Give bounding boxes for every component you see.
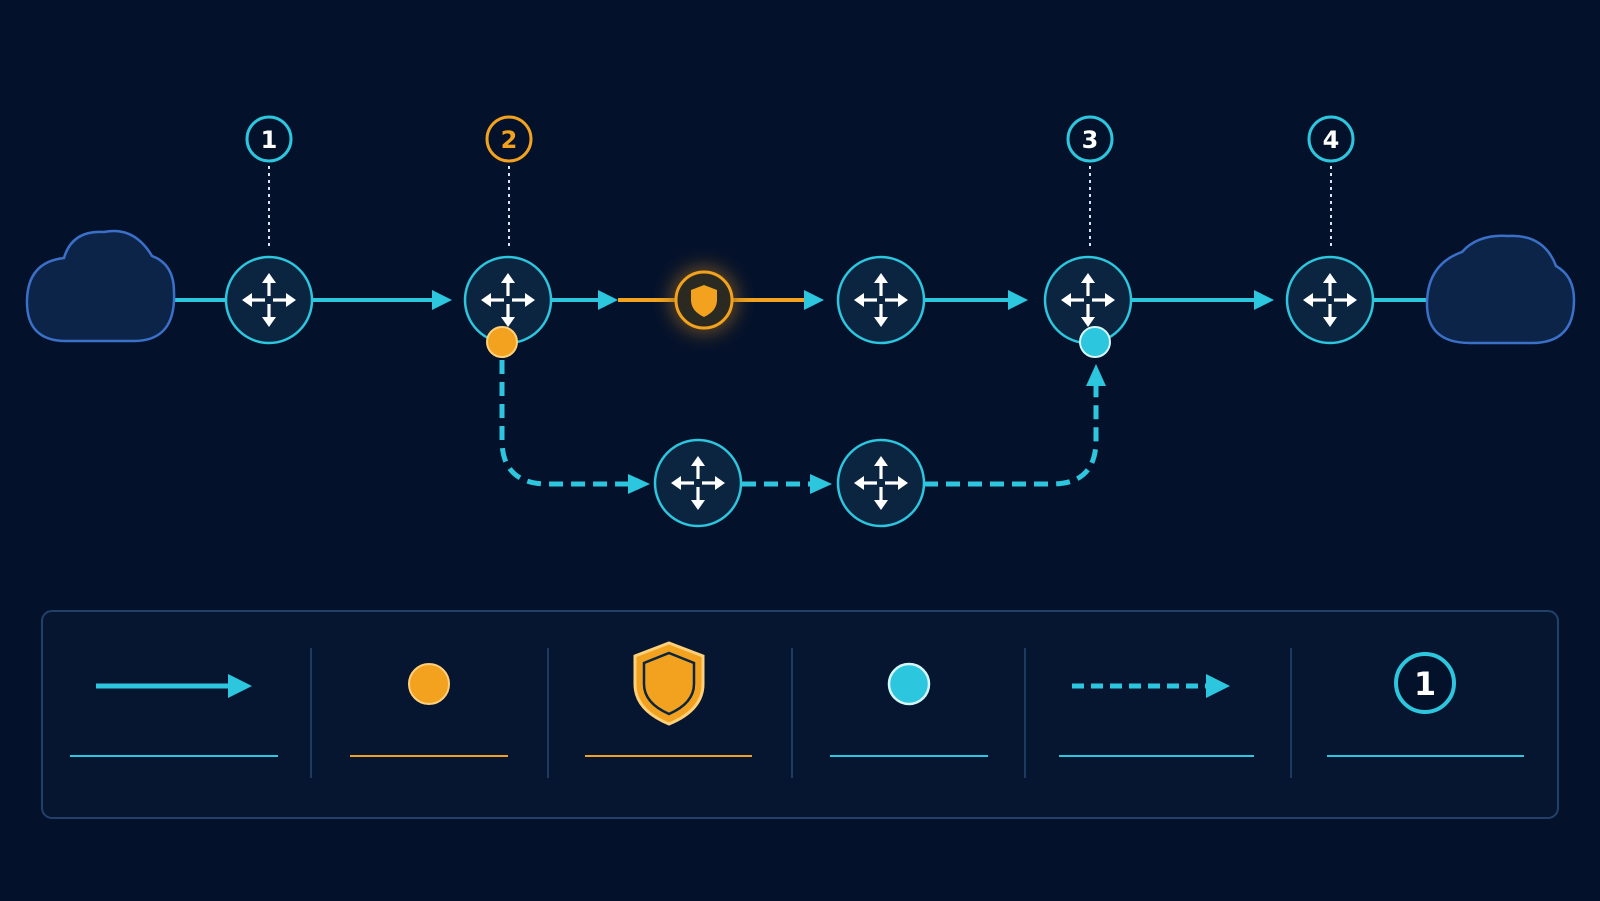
shield-inner xyxy=(642,651,696,716)
orange-dot-icon xyxy=(408,663,450,705)
router-icon[interactable] xyxy=(836,438,926,528)
firewall-node[interactable] xyxy=(674,270,734,330)
link-arrow-firewall-r3 xyxy=(804,290,824,310)
backup-path-return xyxy=(924,386,1099,487)
step-marker-3: 3 xyxy=(1066,115,1114,163)
step-number: 2 xyxy=(501,126,518,154)
legend-item-cyan-dot xyxy=(830,662,988,757)
step-marker-1: 1 xyxy=(245,115,293,163)
legend-panel: 1 xyxy=(41,610,1559,819)
legend-item-solid-link xyxy=(70,674,278,757)
link-arrow-r1-r2 xyxy=(432,290,452,310)
router-icon[interactable] xyxy=(1285,255,1375,345)
step-number: 4 xyxy=(1323,126,1340,154)
step-marker-4: 4 xyxy=(1307,115,1355,163)
step-number-icon xyxy=(1394,652,1456,714)
router-icon[interactable] xyxy=(653,438,743,528)
shield-icon xyxy=(691,285,717,317)
router-icon[interactable] xyxy=(224,255,314,345)
cyan-dot-icon xyxy=(1079,326,1111,358)
link-arrow-r4-r5 xyxy=(1254,290,1274,310)
dashed-arrow-head xyxy=(1206,674,1230,698)
legend-item-dashed-link xyxy=(1059,674,1254,757)
step-marker-2: 2 xyxy=(485,115,533,163)
legend-item-step-marker: 1 xyxy=(1327,652,1524,757)
solid-arrow-head xyxy=(228,674,252,698)
backup-arrow-up xyxy=(1086,364,1106,386)
link-arrow-r2-firewall xyxy=(598,290,618,310)
backup-arrow-1 xyxy=(628,474,650,494)
link-arrow-r3-r4 xyxy=(1008,290,1028,310)
router-icon[interactable] xyxy=(836,255,926,345)
legend-item-orange-dot xyxy=(350,663,508,757)
cloud-icon xyxy=(1425,234,1576,345)
orange-dot-icon xyxy=(486,326,518,358)
step-number: 1 xyxy=(1414,665,1436,703)
links-layer xyxy=(172,166,1430,494)
cyan-dot-icon xyxy=(887,662,931,706)
step-number: 3 xyxy=(1082,126,1099,154)
step-number: 1 xyxy=(261,126,278,154)
cloud-icon xyxy=(25,229,176,343)
legend-item-firewall xyxy=(585,641,752,757)
backup-arrow-2 xyxy=(810,474,832,494)
backup-path xyxy=(499,360,636,487)
